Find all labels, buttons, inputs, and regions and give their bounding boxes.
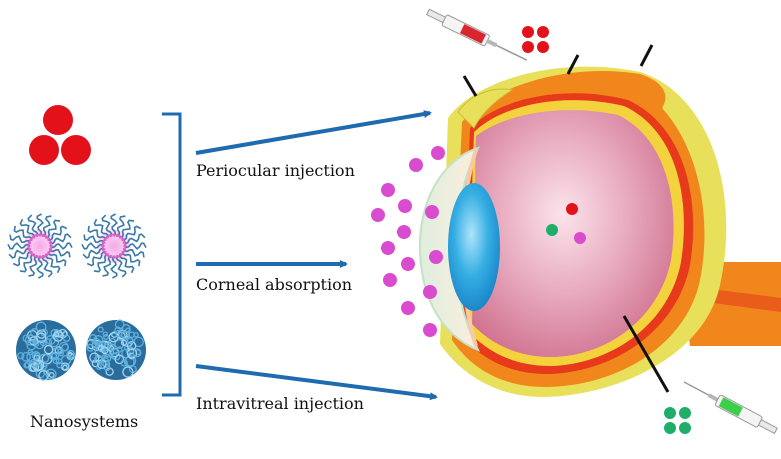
lens (448, 183, 500, 311)
syringe-icon (425, 7, 529, 66)
drug-drop-icon (664, 407, 691, 434)
nanosystems-label: Nanosystems (30, 412, 138, 431)
micelle-icon (8, 214, 72, 278)
intravitreal-label: Intravitreal injection (196, 394, 364, 413)
eye-icon (420, 67, 781, 397)
periocular-label: Periocular injection (196, 161, 355, 180)
drug-drop-icon (522, 26, 549, 53)
periocular-arrow (196, 113, 430, 153)
corneal-label: Corneal absorption (196, 275, 352, 294)
syringe-icon (681, 377, 778, 436)
dendrimer-icon (86, 320, 146, 380)
bracket (162, 114, 180, 395)
micelle-icon (82, 214, 146, 278)
nanoparticle-cluster-icon (29, 105, 91, 165)
intravitreal-arrow (196, 366, 436, 397)
dendrimer-icon (16, 320, 76, 380)
